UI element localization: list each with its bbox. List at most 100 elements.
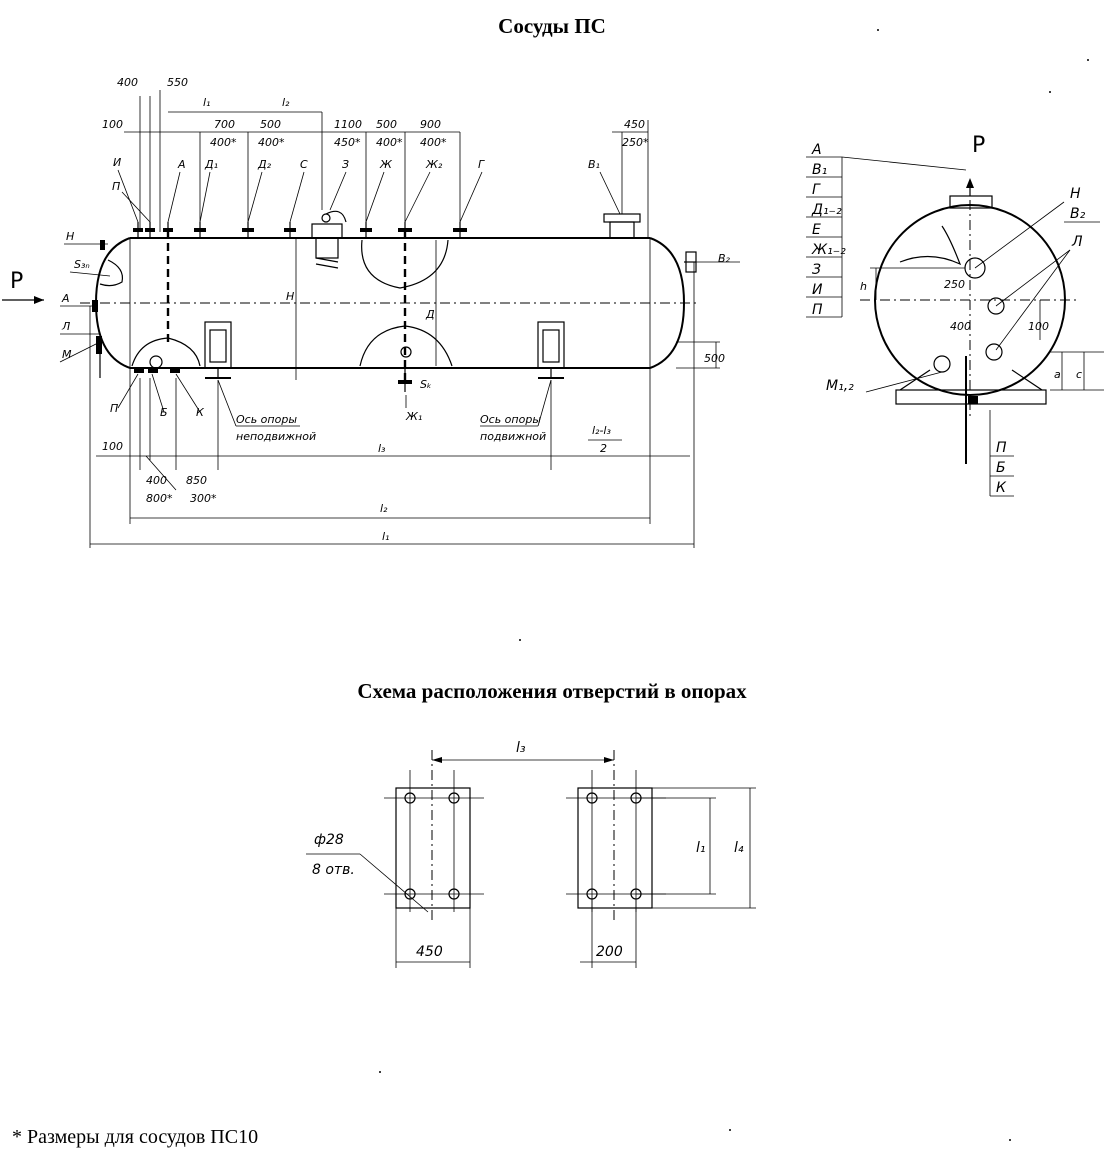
hole <box>448 888 460 900</box>
dim-900: 900 <box>420 118 441 131</box>
end-baffle <box>899 225 962 266</box>
nozzle-g <box>453 222 467 238</box>
holes-scheme: l₃ ф28 8 отв. 450 200 l₁ l₄ <box>306 740 756 968</box>
end-dim-250: 250 <box>944 278 965 291</box>
nozzle-zh <box>360 222 372 238</box>
dim-400s-a: 400* <box>210 136 237 149</box>
dim-fraction-num: l₂-l₃ <box>592 424 611 437</box>
nozzle-v2: В₂ <box>684 251 740 273</box>
dim-400-top: 400 <box>117 76 138 89</box>
label-v2: В₂ <box>718 252 731 265</box>
head-detail <box>99 259 124 287</box>
dim-l1-top: l₁ <box>203 96 210 109</box>
holes-dim-l4: l₄ <box>734 840 744 856</box>
end-label-p-bottom: П <box>996 440 1007 456</box>
label-sk: Sₖ <box>420 378 432 391</box>
end-label-m: М₁,₂ <box>826 378 854 394</box>
nozzle-d2 <box>242 222 254 238</box>
end-label-k-bottom: К <box>996 480 1007 496</box>
safety-valve-z <box>311 210 347 269</box>
dim-400s-d: 400* <box>420 136 447 149</box>
support-mobile-label-2: подвижной <box>480 430 546 443</box>
label-zh1: Ж₁ <box>405 410 422 423</box>
holes-dim-l1: l₁ <box>696 840 706 856</box>
end-dim-400: 400 <box>950 320 971 333</box>
end-nozzle-l2 <box>985 343 1003 361</box>
end-nozzle-m <box>933 355 951 373</box>
label-n-left: Н <box>66 230 74 243</box>
label-p: П <box>112 180 120 193</box>
label-m-left: М <box>62 348 72 361</box>
label-i: И <box>113 156 121 169</box>
manhole-end <box>949 195 993 209</box>
hole <box>404 888 416 900</box>
label-s3n: S₃ₙ <box>74 258 90 271</box>
support-fixed <box>204 321 232 379</box>
dim-500: 500 <box>704 352 725 365</box>
internal-baffle-left <box>131 337 201 367</box>
support-fixed-label-1: Ось опоры <box>236 413 297 426</box>
end-view: Р А В₁ Г Д₁₋₂ Е Ж₁₋₂ З И П Н В₂ Л <box>806 133 1104 497</box>
holes <box>404 792 642 900</box>
dim-400s-c: 400* <box>376 136 403 149</box>
label-d2: Д₂ <box>257 158 272 171</box>
dim-l2-top: l₂ <box>282 96 290 109</box>
dim-700: 700 <box>214 118 235 131</box>
dim-300s: 300* <box>190 492 217 505</box>
end-dim-100: 100 <box>1028 320 1049 333</box>
bottom-nozzles <box>134 346 412 392</box>
nozzle-zh2 <box>398 222 412 238</box>
scan-noise <box>379 29 1089 1141</box>
dim-450s: 450* <box>334 136 361 149</box>
end-label-e: Е <box>812 222 821 238</box>
dim-100-top: 100 <box>102 118 123 131</box>
label-d1: Д₁ <box>204 158 218 171</box>
internal-baffle-top <box>361 239 449 289</box>
pressure-arrow: Р <box>2 269 44 304</box>
bottom-dimensions <box>89 262 695 548</box>
end-label-n: Н <box>1070 186 1081 202</box>
label-a: А <box>177 158 186 171</box>
label-h-height: Н <box>286 290 294 303</box>
vessel-body <box>80 237 700 369</box>
end-label-l: Л <box>1071 234 1083 250</box>
holes-diameter-label: ф28 <box>314 832 344 848</box>
support-plate-right <box>577 787 653 909</box>
nozzle-leaders <box>117 169 621 223</box>
dim-450-top: 450 <box>624 118 645 131</box>
label-d-diameter: Д <box>425 308 435 321</box>
label-p-bottom: П <box>110 402 118 415</box>
end-dim-h: h <box>860 280 867 293</box>
end-label-zh: Ж₁₋₂ <box>811 242 846 258</box>
dim-500-a: 500 <box>260 118 281 131</box>
dim-1100: 1100 <box>334 118 362 131</box>
end-p-label: Р <box>972 133 985 158</box>
label-zh2: Ж₂ <box>425 158 443 171</box>
end-label-v1: В₁ <box>812 162 827 178</box>
nozzle-a <box>163 222 173 238</box>
dim-100-bottom: 100 <box>102 440 123 453</box>
dim-800s: 800* <box>146 492 173 505</box>
end-label-a: А <box>811 142 822 158</box>
end-label-d: Д₁₋₂ <box>811 202 842 218</box>
end-supports <box>895 351 1104 405</box>
holes-count-label: 8 отв. <box>312 862 355 878</box>
support-mobile-label-1: Ось опоры <box>480 413 541 426</box>
dim-850: 850 <box>186 474 207 487</box>
end-nozzle-l1 <box>987 297 1005 315</box>
end-dim-a: a <box>1054 368 1061 381</box>
side-view: Р <box>2 76 740 548</box>
support-plate-left <box>395 787 471 909</box>
hole <box>404 792 416 804</box>
manhole-v1 <box>603 213 641 239</box>
end-label-i: И <box>812 282 823 298</box>
holes-dim-200: 200 <box>596 944 623 960</box>
top-nozzles <box>133 210 641 269</box>
dim-l3: l₃ <box>378 442 386 455</box>
dim-l1-overall: l₁ <box>382 530 389 543</box>
end-label-v2: В₂ <box>1070 206 1086 222</box>
left-nozzles: Н S₃ₙ А Л М <box>59 230 111 378</box>
end-label-b-bottom: Б <box>996 460 1006 476</box>
label-zh: Ж <box>379 158 393 171</box>
